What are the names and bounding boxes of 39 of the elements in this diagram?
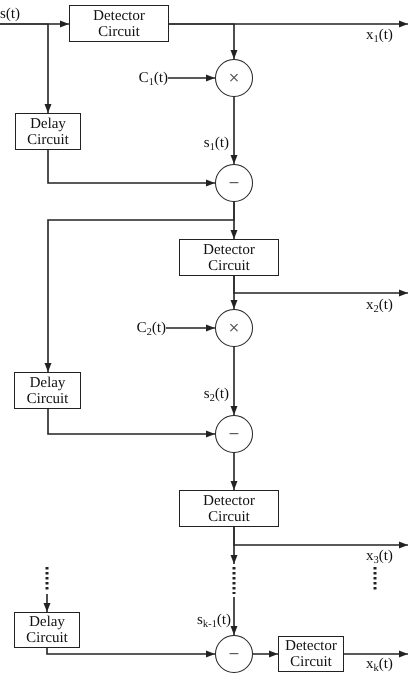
signal-label: s$_{1}$(t) [204,135,229,151]
arrow [230,597,238,635]
arrow [47,150,215,186]
minus-circle: − [215,164,253,202]
arrow [44,594,50,612]
arrow [230,276,238,309]
signal-label: s(t) [0,5,32,24]
arrow [230,527,238,564]
circuit-block: Detector Circuit [179,490,279,527]
arrow [44,202,235,372]
arrow [0,23,52,113]
signal-label: x$_{3}$(t) [366,548,393,564]
circuit-block: Detector Circuit [69,5,169,42]
arrow [230,97,238,164]
arrow [230,453,238,490]
multiply-circle: × [215,309,253,347]
multiply-circle: × [215,59,253,97]
arrow [47,409,215,438]
signal-label: s$_{k-1}$(t) [196,612,231,628]
arrow [168,74,215,82]
arrow [169,23,238,59]
signal-label: s$_{2}$(t) [204,386,229,402]
arrow [253,650,278,658]
circuit-block: Delay Circuit [14,612,80,648]
circuit-block: Delay Circuit [14,372,81,409]
circuit-block: Detector Circuit [179,239,279,276]
arrow [344,650,408,658]
minus-circle: − [215,415,253,453]
arrow [46,648,215,658]
signal-label: x$_{2}$(t) [366,297,393,313]
signal-label: C$_{1}$(t) [126,69,168,87]
arrow [166,324,215,332]
minus-circle: − [215,635,253,673]
circuit-block: Detector Circuit [278,636,344,672]
circuit-block: Delay Circuit [15,113,81,150]
signal-label: x$_{1}$(t) [366,27,393,43]
signal-label: C$_{2}$(t) [124,319,166,337]
arrow [230,347,238,415]
signal-label: x$_{k}$(t) [366,656,393,672]
